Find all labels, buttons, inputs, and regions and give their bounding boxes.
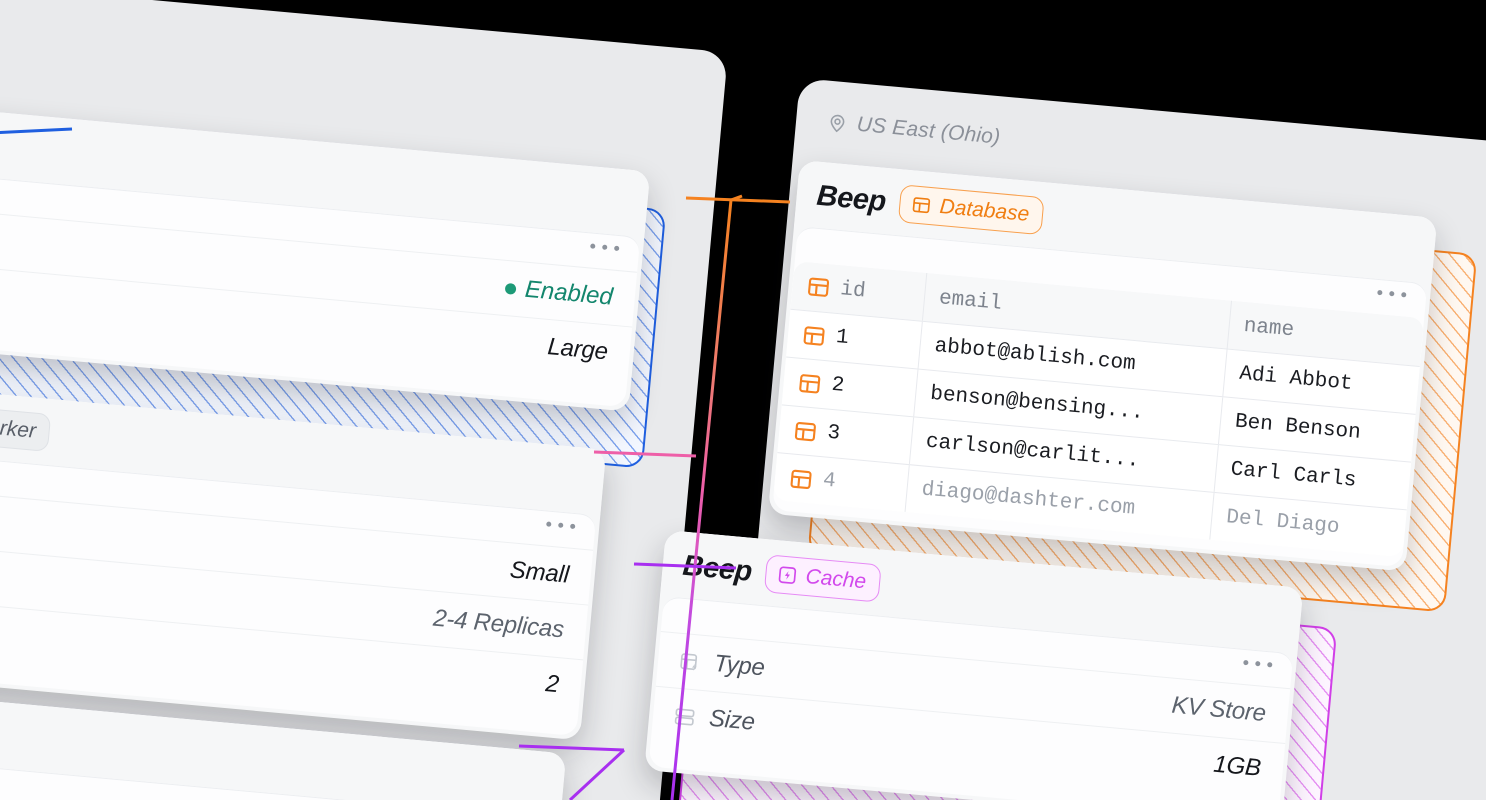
cell-id: 3 bbox=[777, 405, 913, 464]
card-cache-type-badge[interactable]: Cache bbox=[764, 554, 882, 603]
row-queue-size-value: Small bbox=[508, 556, 570, 589]
row-web-traffic-value: Enabled bbox=[523, 275, 614, 311]
table-icon bbox=[808, 277, 830, 297]
card-database-header: Beep Database bbox=[794, 160, 1438, 284]
row-cache-size-value: 1GB bbox=[1212, 750, 1263, 782]
server-stack-icon bbox=[674, 707, 695, 726]
row-app-size-value: Large bbox=[546, 333, 609, 366]
card-cache-header: Beep Cache bbox=[660, 530, 1304, 654]
row-queue-autoscaling-value: 2-4 Replicas bbox=[432, 604, 565, 644]
table-icon bbox=[913, 197, 931, 214]
row-cache-type-value: KV Store bbox=[1170, 691, 1268, 728]
wire-orange-tee bbox=[730, 194, 743, 202]
column-header-id: id bbox=[790, 261, 926, 321]
cell-id: 4 bbox=[773, 453, 909, 512]
status-dot-icon bbox=[504, 282, 517, 295]
table-icon bbox=[799, 373, 821, 393]
table-icon bbox=[790, 469, 812, 489]
card-queue-type-badge[interactable]: Worker bbox=[0, 403, 52, 452]
bolt-square-icon bbox=[779, 566, 797, 584]
card-database-type-label: Database bbox=[938, 194, 1031, 226]
card-cache-title: Beep bbox=[681, 549, 754, 588]
region-label-right: US East (Ohio) bbox=[826, 110, 1001, 150]
card-queue-type-label: Worker bbox=[0, 413, 37, 443]
row-queue-bgprocesses-value: 2 bbox=[544, 670, 561, 699]
row-cache-size-label: Size bbox=[707, 704, 757, 736]
row-web-traffic-status: Enabled bbox=[504, 274, 614, 312]
row-cache-type-label: Type bbox=[712, 649, 766, 682]
card-database-title: Beep bbox=[815, 179, 888, 218]
table-icon bbox=[794, 421, 816, 441]
map-pin-icon bbox=[830, 114, 845, 132]
table-icon bbox=[803, 325, 825, 346]
card-database-type-badge[interactable]: Database bbox=[898, 184, 1045, 236]
card-cache-type-label: Cache bbox=[804, 564, 868, 594]
cell-id: 2 bbox=[782, 358, 918, 417]
cell-id: 1 bbox=[786, 310, 922, 369]
table-bolt-icon bbox=[680, 652, 698, 671]
